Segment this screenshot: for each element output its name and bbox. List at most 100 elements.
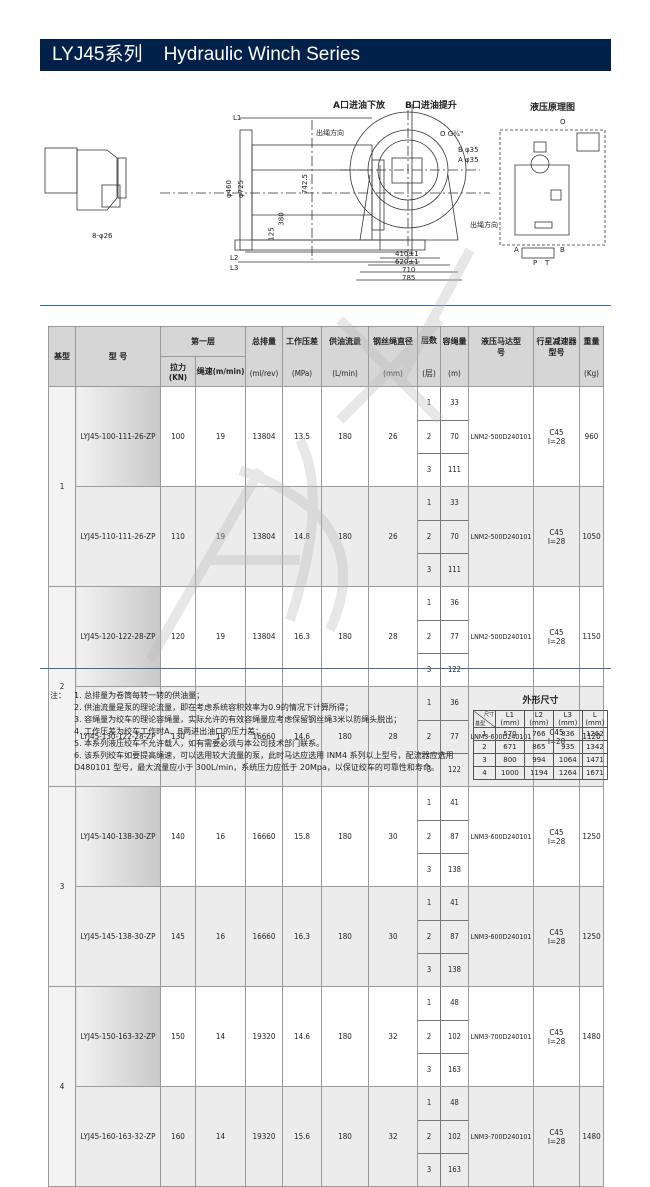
schematic-o: O (560, 118, 566, 126)
dim-cell: 1671 (581, 766, 609, 780)
cell-capacity: 41 (440, 787, 468, 821)
cell-capacity: 70 (440, 520, 468, 554)
schematic-p: P (533, 259, 538, 267)
cell-rope: 26 (368, 386, 418, 487)
cell-capacity: 36 (440, 687, 468, 721)
cell-motor: LNM3-600D240101 (468, 886, 534, 987)
dim-cell: 1342 (581, 740, 609, 754)
dim-th: L2 (mm) (523, 710, 554, 728)
port-b: B φ35 (458, 146, 479, 154)
th-reducer: 行星减速器型号 (533, 326, 580, 387)
dim-cell: 836 (552, 727, 583, 741)
rope-direction-left: 出绳方向 (316, 129, 344, 137)
cell-rope: 32 (368, 986, 418, 1087)
cell-base: 2 (48, 586, 76, 787)
th-rope: 钢丝绳直径(mm) (368, 326, 418, 387)
cell-capacity: 33 (440, 387, 468, 421)
dim-cell: 1194 (523, 766, 554, 780)
dim-cell: 671 (495, 740, 525, 754)
cell-reducer: C45 I=28 (533, 986, 580, 1087)
cell-model: LYJ45-100-111-26-ZP (75, 386, 161, 487)
cell-model: LYJ45-140-138-30-ZP (75, 786, 161, 887)
cell-layer: 2 (418, 520, 441, 554)
cell-weight: 1150 (579, 586, 604, 687)
cell-model: LYJ45-110-111-26-ZP (75, 486, 161, 587)
cell-layer: 2 (418, 1120, 441, 1154)
dim-th: L (mm) (581, 710, 609, 728)
cell-model: LYJ45-130-122-28-ZP (75, 686, 161, 787)
cell-disp: 13804 (245, 586, 283, 687)
note-prefix: 注： (50, 691, 66, 700)
cell-reducer: C45 I=28 (533, 586, 580, 687)
dim-710: 710 (402, 266, 416, 274)
cell-flow: 180 (321, 986, 369, 1087)
cell-layer: 2 (418, 720, 441, 754)
cell-pull: 140 (160, 786, 196, 887)
cell-pull: 145 (160, 886, 196, 987)
cell-motor: LNM3-700D240101 (468, 1086, 534, 1187)
dim-cell: 1471 (581, 753, 609, 767)
note-item: 3. 容绳量为绞车的理论容绳量，实际允许的有效容绳量应考虑保留钢丝绳3米以防绳头… (74, 715, 402, 724)
cell-weight: 1480 (579, 986, 604, 1087)
cell-capacity: 138 (448, 864, 461, 874)
dimensions-title: 外形尺寸 (522, 696, 559, 706)
dim-dia-725: φ725 (236, 180, 245, 198)
dim-corner: 尺寸基型 (473, 710, 496, 728)
cell-capacity: 33 (440, 487, 468, 521)
notes: 注：1. 总排量为卷筒每转一转的供油量；2. 供油流量是泵的理论流量，即在考虑系… (50, 690, 484, 774)
dim-cell: 865 (523, 740, 554, 754)
cell-rope: 32 (368, 1086, 418, 1187)
cell-disp: 13804 (245, 386, 283, 487)
rope-direction-right: 出绳方向 (470, 221, 498, 229)
cell-capacity: 36 (440, 587, 468, 621)
cell-capacity: 77 (440, 720, 468, 754)
cell-layer: 3 (418, 653, 441, 686)
dim-cell: 766 (523, 727, 554, 741)
port-a: A φ35 (458, 156, 479, 164)
cell-layer: 3 (418, 453, 441, 486)
cell-capacity: 77 (440, 620, 468, 654)
cell-speed: 16 (195, 786, 246, 887)
cell-pressure: 15.6 (282, 1086, 322, 1187)
th-weight: 重量(Kg) (579, 326, 604, 387)
hydraulic-schematic (499, 129, 606, 259)
cell-capacity: 163 (440, 1153, 468, 1186)
th-flow: 供油流量(L/min) (321, 326, 369, 387)
dim-cell: 1262 (581, 727, 609, 741)
cell-speed: 19 (195, 386, 246, 487)
dim-cell: 2 (473, 740, 496, 754)
dim-785: 785 (402, 274, 416, 282)
th-capacity: 容绳量(m) (440, 326, 469, 387)
cell-flow: 180 (321, 486, 369, 587)
cell-speed: 14 (195, 1086, 246, 1187)
cell-layer: 1 (418, 687, 441, 721)
cell-weight: 1050 (579, 486, 604, 587)
dim-620: 620±1 (395, 258, 419, 266)
cell-base: 4 (48, 986, 76, 1187)
cell-capacity: 138 (440, 953, 468, 986)
th-pressure: 工作压差(MPa) (282, 326, 322, 387)
cell-weight: 960 (579, 386, 604, 487)
cell-pressure: 16.3 (282, 886, 322, 987)
cell-capacity: 111 (448, 464, 461, 474)
schematic-title: 液压原理图 (530, 103, 576, 113)
label-a-lower: A口进油下放 (333, 101, 385, 111)
cell-pressure: 14.6 (282, 686, 322, 787)
cell-flow: 180 (321, 686, 369, 787)
dim-380: 380 (277, 212, 286, 226)
note-item: 5. 本系列液压绞车不允许载人，如有需要必须与本公司技术部门联系。 (74, 739, 325, 748)
dim-cell: 4 (473, 766, 496, 780)
cell-reducer: C45 I=28 (533, 386, 580, 487)
dim-cell: 570 (495, 727, 525, 741)
th-pull: 拉力(KN) (160, 356, 196, 387)
cell-reducer: C45 I=28 (533, 786, 580, 887)
cell-speed: 16 (195, 686, 246, 787)
cell-pull: 100 (160, 386, 196, 487)
dim-cell: 1000 (495, 766, 525, 780)
